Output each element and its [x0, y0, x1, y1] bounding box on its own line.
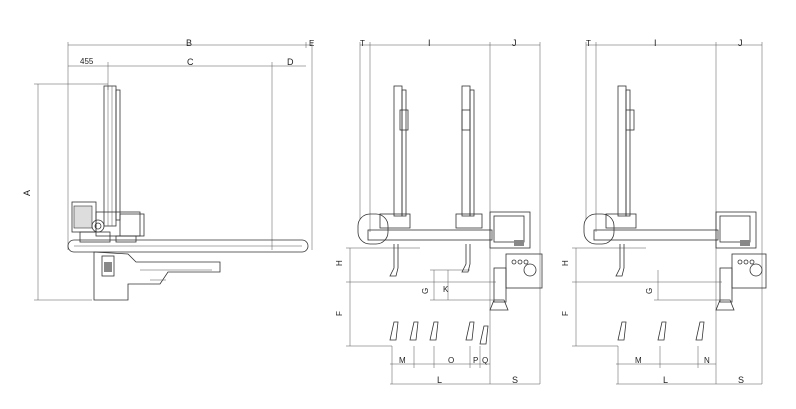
dim-label-g: G — [421, 288, 430, 294]
dim-label-h2: H — [561, 260, 570, 266]
dim-label-k: K — [443, 285, 449, 294]
dim-label-g2: G — [645, 288, 654, 294]
dim-label-o: O — [448, 356, 454, 365]
dim-label-t: T — [360, 39, 365, 48]
dim-label-j: J — [512, 38, 517, 48]
dim-label-p: P — [473, 356, 478, 365]
dim-label-l2: L — [663, 375, 668, 385]
front-view-single: T I J H F G — [561, 38, 767, 385]
dim-label-q: Q — [482, 356, 488, 365]
dim-label-b: B — [186, 38, 192, 48]
front-view-double: T I J H F — [335, 38, 543, 385]
dim-label-n2: N — [704, 356, 710, 365]
dim-label-i2: I — [654, 38, 657, 48]
dim-label-f2: F — [561, 311, 570, 316]
dim-label-e: E — [309, 39, 314, 48]
dim-label-d: D — [287, 57, 294, 67]
dim-label-h: H — [335, 260, 344, 266]
dim-label-c: C — [187, 57, 194, 67]
dim-label-l: L — [437, 375, 442, 385]
dim-label-455: 455 — [80, 57, 94, 66]
dim-label-t2: T — [586, 39, 591, 48]
dim-label-f: F — [335, 311, 344, 316]
dim-label-s: S — [512, 375, 518, 385]
dim-label-s2: S — [738, 375, 744, 385]
dim-label-i: I — [428, 38, 431, 48]
dim-label-j2: J — [738, 38, 743, 48]
dim-label-m2: M — [635, 356, 642, 365]
dim-label-a: A — [22, 190, 32, 196]
side-view: B E 455 C D A — [22, 38, 314, 301]
dim-label-m: M — [399, 356, 406, 365]
